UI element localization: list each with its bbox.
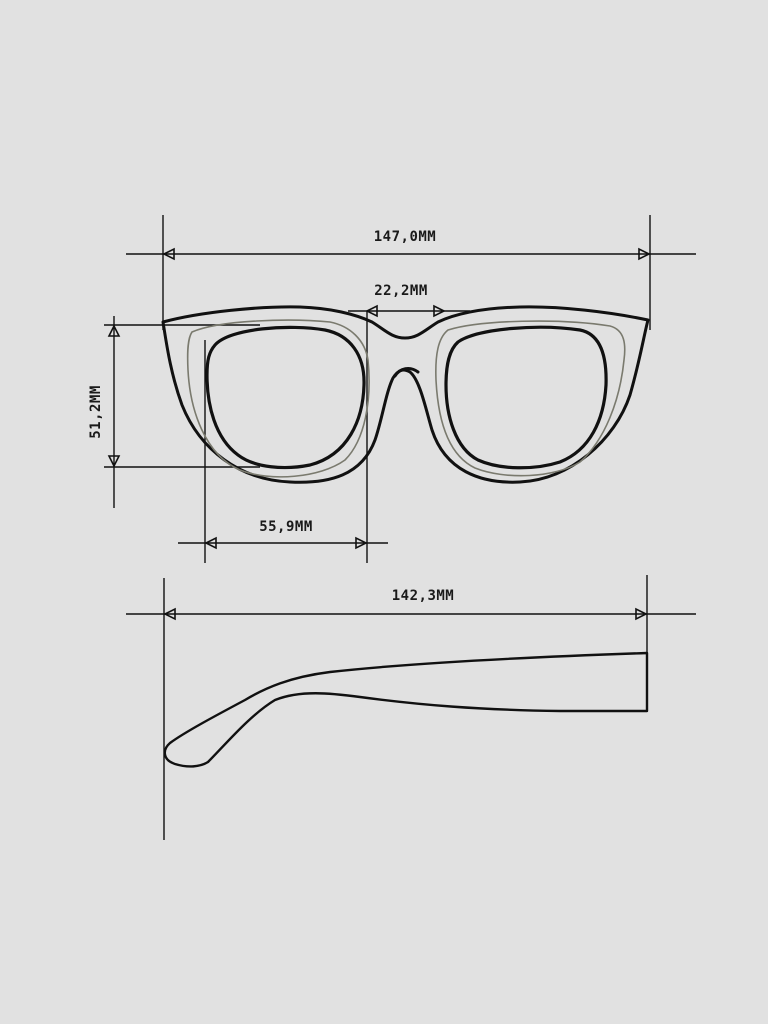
arrow-right-icon — [433, 304, 446, 318]
arrow-right-icon — [635, 607, 648, 621]
arrow-left-icon — [162, 247, 175, 261]
temple-length-dimension: 142,3MM — [126, 575, 696, 840]
temple-length-label: 142,3MM — [392, 588, 455, 604]
nose-bridge — [393, 367, 420, 378]
arrow-left-icon — [163, 607, 176, 621]
total-width-dimension: 147,0MM — [126, 215, 696, 330]
arrow-down-icon — [107, 455, 121, 468]
arrow-right-icon — [355, 536, 368, 550]
left-rim-contour — [186, 319, 370, 478]
side-view: 142,3MM — [126, 575, 696, 840]
temple-arm — [163, 651, 649, 768]
lens-height-dimension: 51,2MM — [88, 316, 260, 508]
bridge-width-label: 22,2MM — [374, 283, 428, 299]
total-width-label: 147,0MM — [374, 229, 437, 245]
arrow-left-icon — [204, 536, 217, 550]
arrow-up-icon — [107, 324, 121, 337]
arrow-left-icon — [365, 304, 378, 318]
right-rim-contour — [435, 320, 626, 477]
arrow-right-icon — [638, 247, 651, 261]
left-lens — [205, 325, 366, 470]
lens-height-label: 51,2MM — [88, 385, 104, 439]
bridge-width-dimension: 22,2MM — [348, 283, 470, 318]
lens-width-label: 55,9MM — [259, 519, 313, 535]
right-lens — [444, 325, 608, 470]
front-view: 147,0MM 22,2MM 51,2MM 55,9MM — [88, 215, 696, 563]
